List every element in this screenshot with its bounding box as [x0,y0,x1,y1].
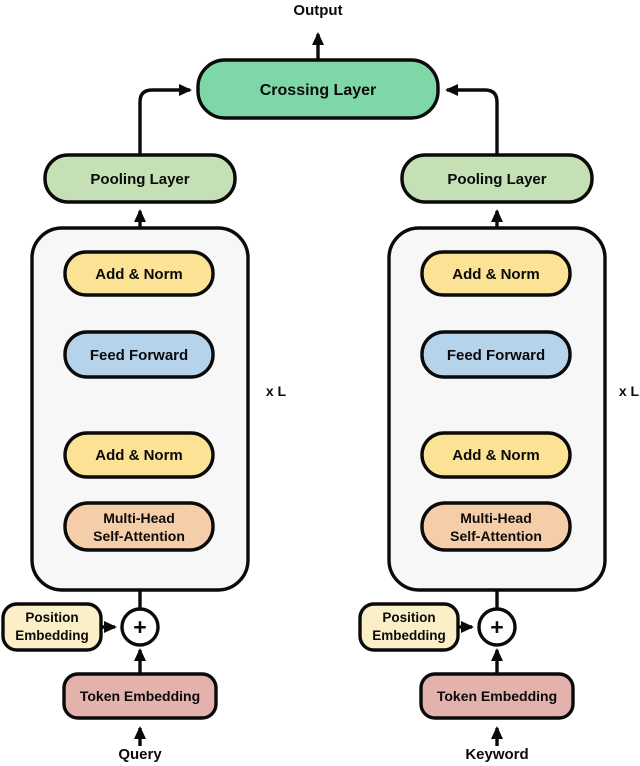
token-embedding-label: Token Embedding [437,688,557,704]
query-tower [1,153,250,720]
keyword-tower [358,153,607,720]
crossing-layer-box [196,58,440,120]
position-embedding-label-line2: Embedding [15,628,89,643]
pooling-layer-box [43,153,237,204]
self-attention-box [63,501,215,552]
self-attention-box [420,501,572,552]
add-norm-bottom-label: Add & Norm [95,447,183,464]
add-norm-bottom-box [420,431,572,479]
pooling-layer-label: Pooling Layer [90,171,189,188]
crossing-layer-label: Crossing Layer [260,82,376,99]
diagram-geometry [1,32,607,746]
token-embedding-label: Token Embedding [80,688,200,704]
feed-forward-box [63,330,215,379]
position-embedding-box [1,602,103,652]
self-attention-label-line1: Multi-Head [460,510,532,526]
position-embedding-label-line1: Position [25,610,78,625]
add-norm-bottom-label: Add & Norm [452,447,540,464]
token-embedding-box [62,672,218,720]
token-embedding-box [419,672,575,720]
encoder-block-box [387,226,607,592]
plus-icon: + [490,614,503,640]
plus-icon: + [133,614,146,640]
add-operator-circle [477,607,517,647]
add-norm-top-box [420,250,572,297]
self-attention-label-line2: Self-Attention [450,528,542,544]
feed-forward-label: Feed Forward [447,347,545,364]
arrow-pooling-to-crossing [445,84,499,155]
add-norm-bottom-box [63,431,215,479]
add-operator-circle [120,607,160,647]
add-norm-top-label: Add & Norm [95,266,183,283]
repeat-count-label: x L [619,383,640,399]
pooling-layer-label: Pooling Layer [447,171,546,188]
feed-forward-label: Feed Forward [90,347,188,364]
position-embedding-label-line1: Position [382,610,435,625]
pooling-layer-box [400,153,594,204]
repeat-count-label: x L [266,383,287,399]
query-input-label: Query [118,746,162,763]
output-label: Output [293,2,342,19]
position-embedding-label-line2: Embedding [372,628,446,643]
diagram-labels: Output Crossing Layer Pooling Layer Add … [15,2,639,763]
add-norm-top-box [63,250,215,297]
position-embedding-box [358,602,460,652]
add-norm-top-label: Add & Norm [452,266,540,283]
self-attention-label-line2: Self-Attention [93,528,185,544]
arrow-pooling-to-crossing [138,84,192,155]
feed-forward-box [420,330,572,379]
keyword-input-label: Keyword [465,746,528,763]
self-attention-label-line1: Multi-Head [103,510,175,526]
encoder-block-box [30,226,250,592]
